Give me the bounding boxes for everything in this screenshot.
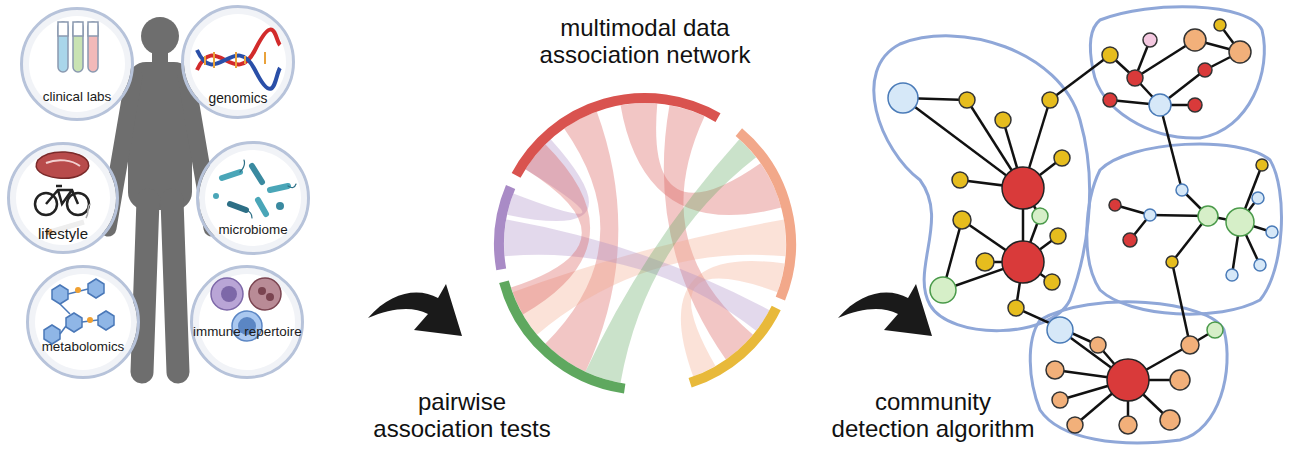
network-vertex [1149,94,1171,116]
panel-inner [35,274,131,370]
chord-ribbon [585,139,756,383]
network-vertex [1207,322,1223,338]
network-edge [1050,55,1110,100]
panel-fill [193,268,301,376]
network-vertex [995,112,1011,128]
modality-label: genomics [184,90,292,107]
data-modality-circle: clinical labs [20,7,134,121]
panel-fill [199,144,307,252]
network-vertex [1090,337,1106,353]
network-vertex [1046,361,1064,379]
network-vertex [1044,274,1060,290]
network-vertex [1107,359,1149,401]
network-vertex [1042,92,1058,108]
network-vertex [1144,209,1156,221]
network-vertex [1176,184,1188,196]
network-vertex [1050,228,1066,244]
test-tubes-icon [58,22,98,72]
data-modality-circle: microbiome [196,141,310,255]
chord-heading: multimodal data association network [520,14,770,68]
network-vertex [1170,370,1190,390]
chord-arc [690,308,776,383]
network-graph [888,19,1278,434]
network-vertex [1160,410,1180,430]
panel-inner [29,16,125,112]
lifestyle-icon [35,152,90,233]
panel-inner [16,151,110,245]
network-vertex [1052,392,1068,408]
network-vertex [1123,233,1137,247]
network-vertex [1054,150,1070,166]
data-modality-circle: metabolomics [26,265,140,379]
community-outlines [874,7,1282,443]
data-modality-circle: immune repertoire [190,265,304,379]
network-vertex [1102,47,1118,63]
chord-diagram-node: multimodal data association network [495,14,795,394]
data-modality-circle: genomics [181,5,295,119]
network-vertex [888,83,918,113]
modality-label: microbiome [199,221,307,238]
network-vertex [1119,416,1137,434]
microbe-icon [213,160,296,218]
network-vertex [1002,167,1044,209]
network-vertex [1109,199,1121,211]
step-label: pairwise association tests [360,388,565,442]
panel-fill [29,268,137,376]
network-vertex [1181,336,1199,354]
network-edge [1160,105,1182,190]
modality-label: metabolomics [29,338,137,355]
network-edge [1016,308,1098,345]
modality-label: immune repertoire [193,323,301,340]
step-label: community detection algorithm [826,388,1041,442]
network-vertex [1143,33,1157,47]
network-vertex [930,277,956,303]
panel-fill [184,8,292,116]
network-vertex [1103,93,1117,107]
network-vertex [1002,241,1044,283]
network-edge [903,98,1023,188]
network-vertex [1252,192,1264,204]
network-vertex [976,253,994,271]
network-vertex [1166,256,1178,268]
process-arrows [368,284,932,336]
network-vertex [1127,70,1143,86]
chord-arc [739,132,791,299]
chord-arc [516,98,718,175]
network-edge [1172,262,1190,345]
chord-arc [499,187,511,269]
network-vertex [1226,269,1238,281]
network-vertex [953,211,971,229]
panel-fill [23,10,131,118]
modality-label: clinical labs [23,88,131,105]
data-modality-circle: lifestyle [7,142,119,254]
network-vertex [1008,300,1024,316]
chord-diagram [499,98,791,389]
network-vertex [1047,317,1073,343]
panel-fill [10,145,116,251]
panel-fills [10,8,307,376]
dna-icon [197,30,280,89]
network-vertex [1229,41,1251,63]
network-vertex [1032,208,1048,224]
modality-label: lifestyle [10,225,116,242]
network-vertex [1254,259,1266,271]
network-vertex [1184,29,1206,51]
network-vertex [1256,159,1268,171]
panel-inner [205,150,301,246]
network-vertex [1198,206,1218,226]
chord-arc [504,282,625,389]
network-vertex [1188,98,1202,112]
panel-inner [199,274,295,370]
network-vertex [1226,208,1254,236]
network-vertex [1198,63,1212,77]
metabolite-icon [44,279,114,344]
network-vertex [1067,417,1083,433]
network-vertex [1266,226,1278,238]
network-vertex [952,172,968,188]
network-vertex [1214,19,1226,31]
panel-inner [190,14,286,110]
network-vertex [959,92,975,108]
